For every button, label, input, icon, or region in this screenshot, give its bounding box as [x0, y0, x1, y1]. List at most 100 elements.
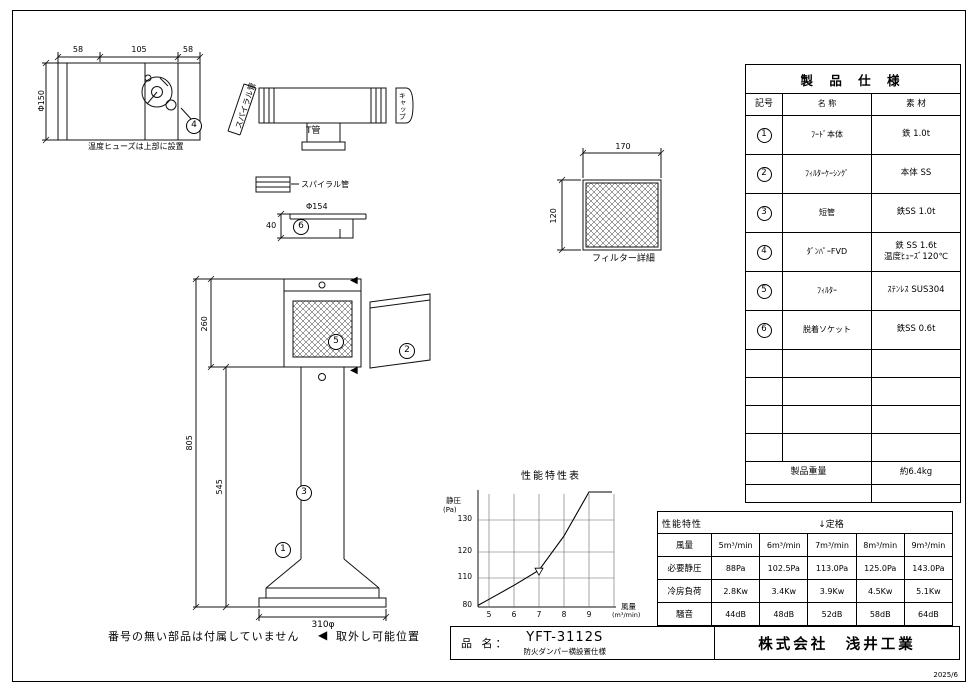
weight-value: 約6.4kg [871, 462, 960, 484]
perf-label-airflow: 風量 [675, 541, 693, 551]
spec-col-material: 素 材 [871, 94, 960, 115]
xtick-5: 5 [486, 610, 492, 619]
spec-symbol-1: 1 [756, 127, 772, 143]
dim-310: 310φ [311, 620, 335, 630]
spec-material-3: 鉄SS 1.0t [871, 194, 960, 232]
ytick-110: 110 [457, 572, 472, 581]
spec-table-title: 製 品 仕 様 [800, 72, 906, 88]
ytick-80: 80 [462, 600, 472, 609]
spec-material-5: ｽﾃﾝﾚｽ SUS304 [871, 272, 960, 310]
spec-empty-row [746, 433, 960, 461]
dim-260: 260 [200, 316, 210, 332]
performance-curve [477, 491, 612, 606]
spec-row-2: 2 ﾌｨﾙﾀｰｹｰｼﾝｸﾞ 本体 SS [746, 154, 960, 193]
performance-table: 性能特性 ↓定格 風量 5m³/min 6m³/min 7m³/min 8m³/… [657, 511, 953, 626]
performance-table-title: 性能特性 [662, 520, 703, 530]
t-pipe-label: T管 [306, 126, 321, 136]
spec-name-6: 脱着ソケット [782, 311, 871, 349]
dim-phi150: Φ150 [37, 90, 47, 112]
dim-805: 805 [185, 435, 195, 451]
spec-material-1: 鉄 1.0t [871, 116, 960, 154]
product-name-label: 品 名： [461, 637, 510, 650]
title-block-left: 品 名： YFT-3112S 防火ダンパー横設置仕様 [451, 627, 714, 659]
callout-5: 5 [328, 334, 344, 350]
product-spec-table: 製 品 仕 様 記号 名 称 素 材 1 ﾌｰﾄﾞ本体 鉄 1.0t 2 ﾌｨﾙ… [745, 64, 961, 503]
dim-58-right: 58 [182, 45, 194, 54]
spec-symbol-6: 6 [756, 322, 772, 338]
perf-row-static-pressure: 必要静圧 88Pa 102.5Pa 113.0Pa 125.0Pa 143.0P… [658, 556, 952, 579]
dim-105: 105 [131, 45, 147, 54]
title-block: 品 名： YFT-3112S 防火ダンパー横設置仕様 株式会社 浅井工業 [450, 626, 960, 660]
spec-material-2: 本体 SS [871, 155, 960, 193]
callout-4: 4 [186, 118, 202, 134]
doc-date: 2025/6 [933, 671, 958, 679]
spec-name-2: ﾌｨﾙﾀｰｹｰｼﾝｸﾞ [782, 155, 871, 193]
dim-170: 170 [615, 142, 631, 151]
spec-symbol-2: 2 [756, 166, 772, 182]
spec-material-6: 鉄SS 0.6t [871, 311, 960, 349]
model-spec-note: 防火ダンパー横設置仕様 [523, 646, 607, 656]
removable-marker-top-icon: ◀ [350, 275, 358, 286]
perf-label-cooling-load: 冷房負荷 [667, 587, 702, 597]
perf-row-noise: 騒音 44dB 48dB 52dB 58dB 64dB [658, 602, 952, 625]
spec-empty-row [746, 349, 960, 377]
company-name: 株式会社 浅井工業 [714, 627, 959, 659]
spec-weight-row: 製品重量 約6.4kg [746, 461, 960, 484]
spec-row-5: 5 ﾌｨﾙﾀｰ ｽﾃﾝﾚｽ SUS304 [746, 271, 960, 310]
chart-title: 性能特性表 [521, 471, 581, 482]
perf-label-static-pressure: 必要静圧 [667, 564, 702, 574]
spec-row-3: 3 短管 鉄SS 1.0t [746, 193, 960, 232]
ytick-130: 130 [457, 514, 472, 523]
spec-material-4-note: 温度ﾋｭｰｽﾞ120℃ [883, 252, 949, 262]
weight-label: 製品重量 [790, 467, 827, 478]
xtick-6: 6 [511, 610, 517, 619]
fuse-placement-note: 温度ヒューズは上部に設置 [88, 142, 184, 151]
spec-empty-row [746, 405, 960, 433]
dim-phi154: Φ154 [306, 202, 328, 211]
spec-row-1: 1 ﾌｰﾄﾞ本体 鉄 1.0t [746, 115, 960, 154]
chart-ylabel: 静圧 [446, 496, 461, 505]
dim-120: 120 [549, 208, 559, 224]
chart-ylabel-unit: (Pa) [443, 506, 457, 514]
spec-empty-row [746, 377, 960, 405]
spec-empty-row-last [746, 484, 960, 502]
perf-row-cooling-load: 冷房負荷 2.8Kw 3.4Kw 3.9Kw 4.5Kw 5.1Kw [658, 579, 952, 602]
filter-detail-label: フィルター詳細 [592, 254, 655, 264]
spec-row-4: 4 ﾀﾞﾝﾊﾟｰFVD 鉄 SS 1.6t 温度ﾋｭｰｽﾞ120℃ [746, 232, 960, 271]
removable-marker-bottom-icon: ◀ [350, 365, 358, 376]
spec-name-4: ﾀﾞﾝﾊﾟｰFVD [782, 233, 871, 271]
perf-row-airflow: 風量 5m³/min 6m³/min 7m³/min 8m³/min 9m³/m… [658, 533, 952, 556]
dim-545: 545 [215, 479, 225, 495]
cap-label: キャップ [398, 92, 407, 120]
spec-name-5: ﾌｨﾙﾀｰ [782, 272, 871, 310]
removable-note-marker-icon: ◀ [318, 628, 328, 642]
chart-xlabel: 風量 [621, 602, 636, 611]
spec-symbol-5: 5 [756, 283, 772, 299]
spec-name-3: 短管 [782, 194, 871, 232]
callout-3: 3 [296, 485, 312, 501]
spec-col-symbol: 記号 [754, 98, 773, 109]
spec-material-4: 鉄 SS 1.6t [895, 240, 937, 251]
sheet-border [12, 10, 966, 682]
note-no-number-parts: 番号の無い部品は付属していません [108, 630, 300, 643]
callout-2: 2 [399, 343, 415, 359]
xtick-8: 8 [561, 610, 567, 619]
xtick-7: 7 [536, 610, 542, 619]
spec-symbol-4: 4 [756, 244, 772, 260]
spec-name-1: ﾌｰﾄﾞ本体 [782, 116, 871, 154]
model-number: YFT-3112S [526, 629, 604, 645]
ytick-120: 120 [457, 546, 472, 555]
callout-1: 1 [275, 542, 291, 558]
dim-58-left: 58 [72, 45, 84, 54]
performance-table-header: 性能特性 ↓定格 [658, 512, 952, 533]
perf-label-noise: 騒音 [675, 610, 693, 620]
spec-row-6: 6 脱着ソケット 鉄SS 0.6t [746, 310, 960, 349]
chart-xlabel-unit: (m³/min) [612, 611, 641, 619]
spec-col-name: 名 称 [782, 94, 871, 115]
spec-table-header: 記号 名 称 素 材 [746, 93, 960, 115]
note-removable-position: 取外し可能位置 [336, 630, 420, 643]
dim-40: 40 [266, 221, 277, 230]
callout-6: 6 [293, 219, 309, 235]
